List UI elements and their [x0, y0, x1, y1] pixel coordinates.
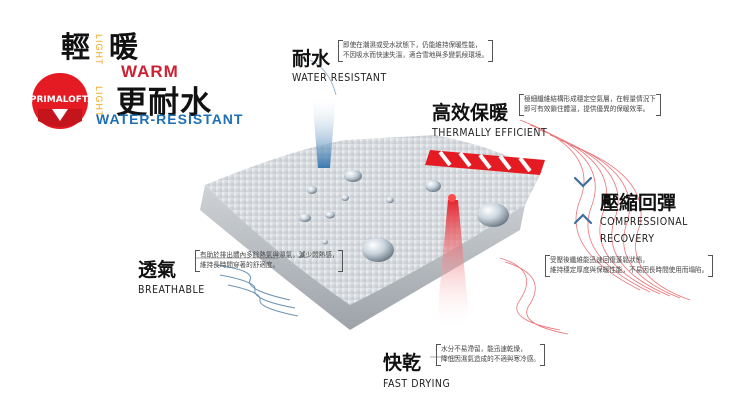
- feature-breath-desc: 有助於排出體內多餘熱氣與濕氣，減少悶熱感， 維持長時間穿著的舒適度。: [194, 250, 344, 272]
- brand-subtitle-en: WATER-RESISTANT: [96, 111, 244, 127]
- feature-thermal-title: 高效保暖: [432, 102, 509, 124]
- pad-top: [205, 135, 540, 305]
- feature-water-subtitle: WATER RESISTANT: [292, 72, 387, 84]
- feature-compress-subtitle-2: RECOVERY: [600, 233, 655, 245]
- airflow-lines: [214, 264, 299, 317]
- feature-thermal-subtitle: THERMALLY EFFICIENT: [432, 127, 548, 139]
- callout-lines: [196, 257, 458, 358]
- brand-warm-en: WARM: [121, 62, 179, 81]
- brand-title-resistant: 更耐水: [116, 85, 212, 121]
- feature-dry-subtitle: FAST DRYING: [383, 378, 451, 390]
- brand-light-en-2: LIGHT: [94, 86, 104, 118]
- drying-cone: [436, 200, 470, 330]
- compression-arrows: [573, 176, 593, 225]
- primaloft-logo: PRIMALOFT.: [30, 73, 90, 129]
- heat-waves: [499, 119, 691, 335]
- brand-title-warm: 暖: [109, 30, 140, 64]
- feature-dry-title: 快乾: [383, 352, 422, 374]
- feature-breath-subtitle: BREATHABLE: [138, 284, 205, 296]
- brand-title-light: 輕: [61, 30, 92, 64]
- feature-compress-subtitle-1: COMPRESSIONAL: [600, 216, 688, 228]
- feature-breath-title: 透氣: [138, 259, 177, 281]
- feature-thermal-desc: 極細纖維結構形成穩定空氣層，在輕量情況下 即可有效鎖住體溫，提供優異的保暖效率。: [519, 94, 661, 116]
- water-cone: [312, 95, 336, 168]
- brand-light-en: LIGHT: [94, 34, 104, 66]
- feature-water-title: 耐水: [292, 48, 331, 70]
- water-droplets: [296, 170, 509, 262]
- feature-compress-title: 壓縮回彈: [600, 192, 677, 214]
- feature-compress-desc: 受壓後纖維能迅速回復蓬鬆狀態， 維持穩定厚度與保暖性能，不易因長時間使用而塌陷。: [544, 255, 714, 277]
- feature-dry-desc: 水分不易滯留，能迅速乾燥， 降低因濕氣造成的不適與寒冷感。: [436, 344, 545, 366]
- logo-text: PRIMALOFT.: [30, 95, 90, 105]
- feature-water-desc: 即使在潮濕或受水狀態下，仍能維持保暖性能， 不因吸水而快速失溫，適合雪地與多變氣…: [337, 40, 494, 62]
